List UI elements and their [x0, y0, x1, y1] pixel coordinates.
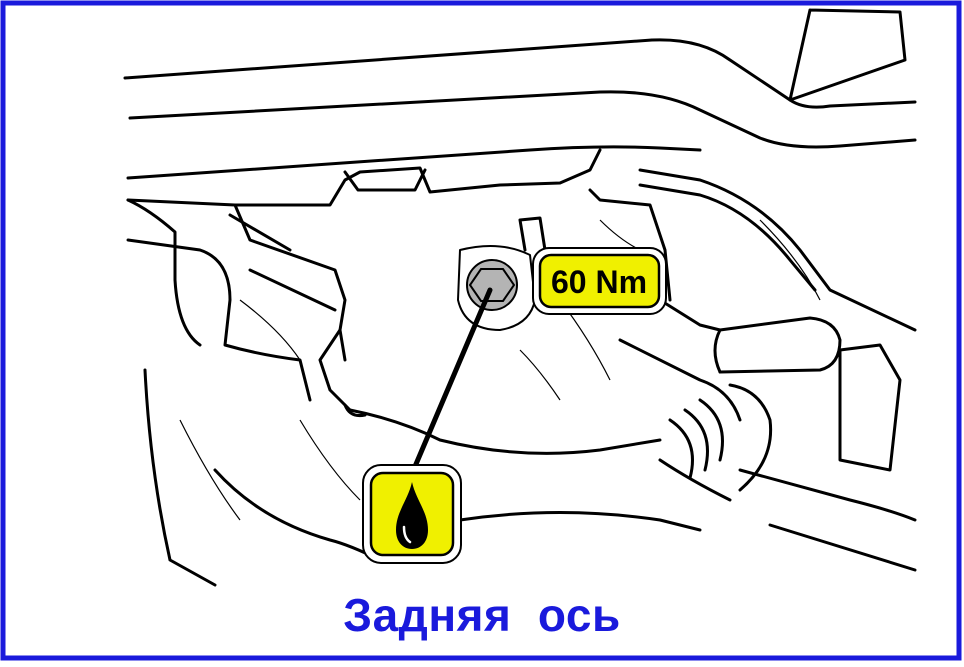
right-lower: [738, 468, 917, 572]
hex-bolt-icon: [466, 259, 518, 311]
bolt-boss: [457, 245, 536, 331]
axle-boot-rings: [668, 398, 724, 480]
left-wheelhouse: [143, 368, 217, 587]
housing-bottom: [348, 408, 662, 455]
torque-value: 60 Nm: [551, 264, 647, 300]
leader-line: [402, 287, 493, 493]
axle-tube-end: [713, 328, 722, 374]
axle-tube: [658, 298, 842, 374]
diagram-caption: Задняя ось: [343, 589, 621, 641]
frame-bracket: [788, 8, 907, 102]
arm-right-inner: [638, 183, 817, 292]
left-panel: [126, 238, 312, 402]
housing-rib: [518, 216, 547, 252]
detail-lines: [179, 219, 821, 521]
frame-rail: [123, 38, 917, 109]
torque-label: 60 Nm: [532, 247, 667, 315]
oil-drop-icon: [362, 464, 462, 564]
housing-flange: [343, 403, 367, 417]
housing-left: [233, 203, 352, 412]
right-block: [838, 343, 902, 472]
arm-right: [638, 168, 917, 332]
housing-top: [126, 148, 602, 207]
housing-tab: [343, 168, 427, 192]
frame-rail-lower: [128, 90, 917, 149]
left-strap: [126, 198, 202, 347]
left-floor: [213, 468, 382, 562]
frame-rail-bottom: [126, 145, 702, 180]
housing-left-inner: [228, 213, 347, 362]
